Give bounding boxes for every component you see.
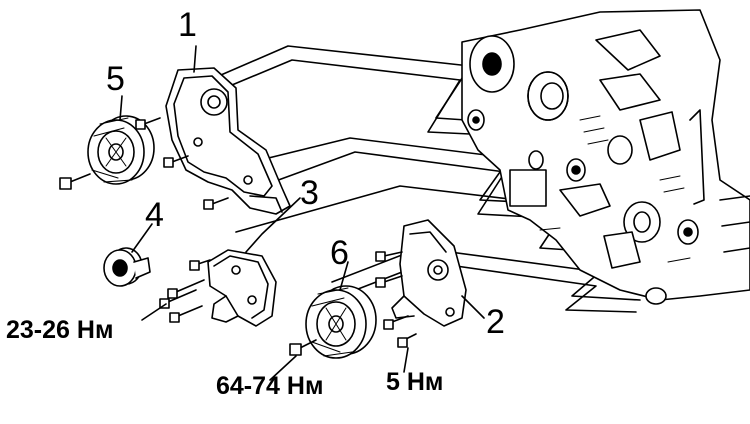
torque-bracket-bolts-label: 23-26 Нм	[6, 316, 114, 344]
lower-bracket-part-2	[391, 219, 467, 327]
part-3-label: 3	[300, 174, 319, 212]
tensioner-bracket-part-3	[207, 249, 277, 327]
part-5-label: 5	[106, 60, 125, 98]
camshaft-pulley-part-6	[305, 285, 377, 359]
part-6-label: 6	[330, 234, 349, 272]
torque-cover-bolt-label: 5 Нм	[386, 368, 444, 396]
camshaft-pulley-part-5	[87, 115, 155, 185]
torque-pulley-bolt-label: 64-74 Нм	[216, 372, 324, 400]
engine-block	[461, 9, 750, 305]
part-1-label: 1	[178, 6, 197, 44]
callout-leader-lines	[119, 45, 485, 381]
part-2-label: 2	[486, 303, 505, 341]
tensioner-pulley-part-4	[103, 247, 151, 287]
part-4-label: 4	[145, 196, 164, 234]
cover-bracket-part-1	[165, 67, 291, 215]
bolts	[59, 117, 417, 356]
